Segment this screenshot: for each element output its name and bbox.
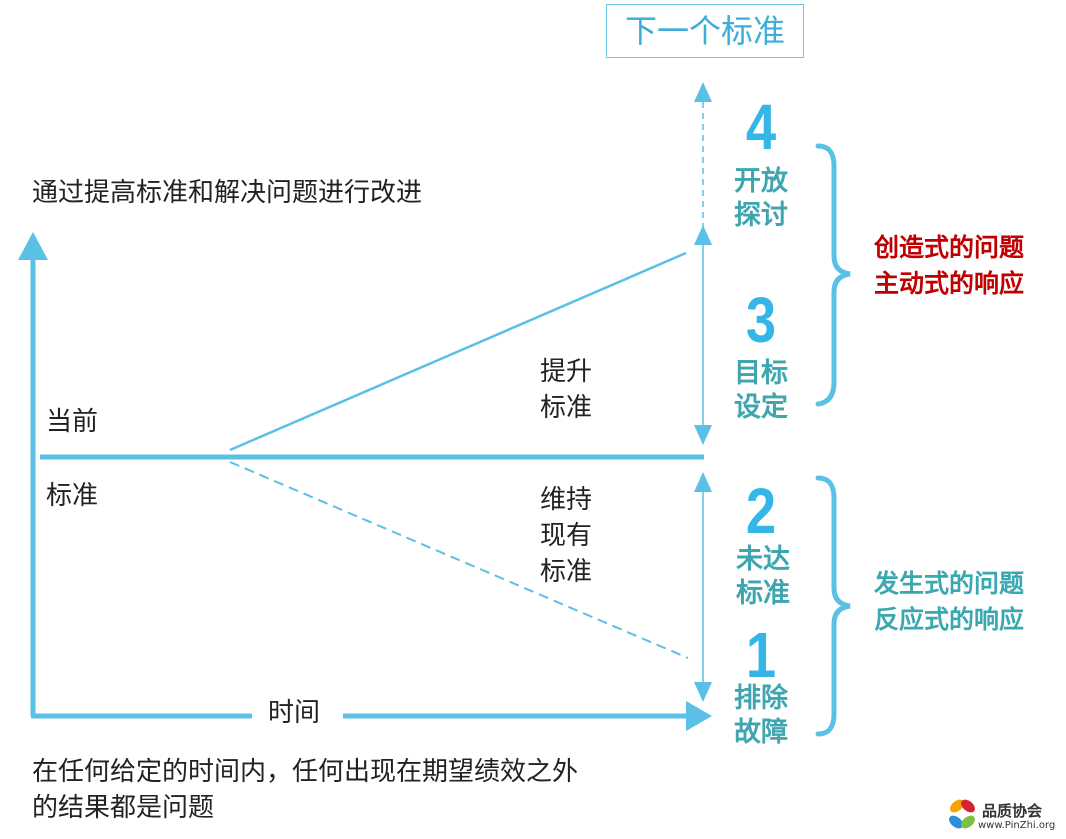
standard-label: 标准 [46,481,99,511]
creative-group-label: 创造式的问题 主动式的响应 [874,233,1025,298]
logo-url: www.PinZhi.org [978,820,1056,831]
y-axis-arrow [18,232,48,260]
diagram-title: 通过提高标准和解决问题进行改进 [32,178,423,208]
raise-standard-label: 提升 标准 [540,357,593,423]
upper-brace [815,143,851,407]
x-axis-arrow [686,701,712,731]
current-label: 当前 [46,407,99,437]
lower-down-arrow [694,682,712,702]
lower-brace [815,475,851,737]
maintain-standard-label: 维持 现有 标准 [540,485,593,587]
step-2-label: 未达 标准 [736,544,790,609]
step-4-number: 4 [745,91,777,163]
step-3-number: 3 [745,284,777,356]
footer-note: 在任何给定的时间内，任何出现在期望绩效之外 的结果都是问题 [32,757,579,823]
step-1-label: 排除 故障 [734,683,788,748]
step-3-label: 目标 设定 [734,358,788,423]
logo-name: 品质协会 [982,802,1043,820]
raise-line [229,251,687,452]
step-4-label: 开放 探讨 [734,166,788,231]
top-arrow [694,82,712,102]
upper-up-arrow [694,225,712,245]
time-axis-label: 时间 [268,698,321,728]
step-2-number: 2 [745,475,777,547]
reactive-group-label: 发生式的问题 反应式的响应 [874,569,1025,634]
step-1-number: 1 [745,619,777,691]
lower-up-arrow [694,472,712,492]
upper-down-arrow [694,425,712,445]
next-standard-box: 下一个标准 [606,4,804,58]
logo-flower-icon [949,799,975,829]
maintain-dashed-line [229,461,689,659]
